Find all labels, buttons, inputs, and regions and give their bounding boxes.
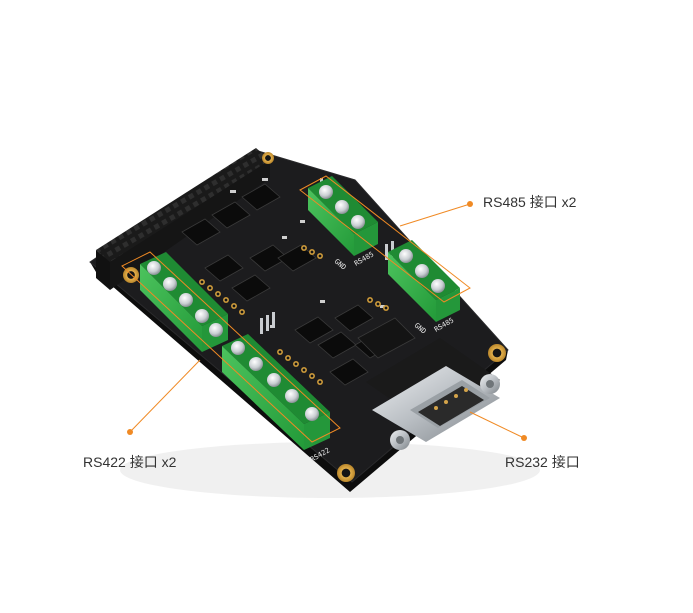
- rs422-terminal-1: [140, 252, 228, 352]
- callout-rs232: RS232 接口: [505, 454, 580, 470]
- callout-rs485: RS485 接口 x2: [483, 194, 577, 210]
- callout-rs422: RS422 接口 x2: [83, 454, 177, 470]
- ic-chips: [181, 183, 416, 386]
- leader-lines: [127, 201, 527, 441]
- rs485-terminal-2: [388, 240, 460, 322]
- highlight-outlines: [121, 175, 471, 443]
- db9-connector: [366, 338, 500, 450]
- solder-pads: [199, 245, 389, 385]
- pcb-edge: [90, 262, 508, 492]
